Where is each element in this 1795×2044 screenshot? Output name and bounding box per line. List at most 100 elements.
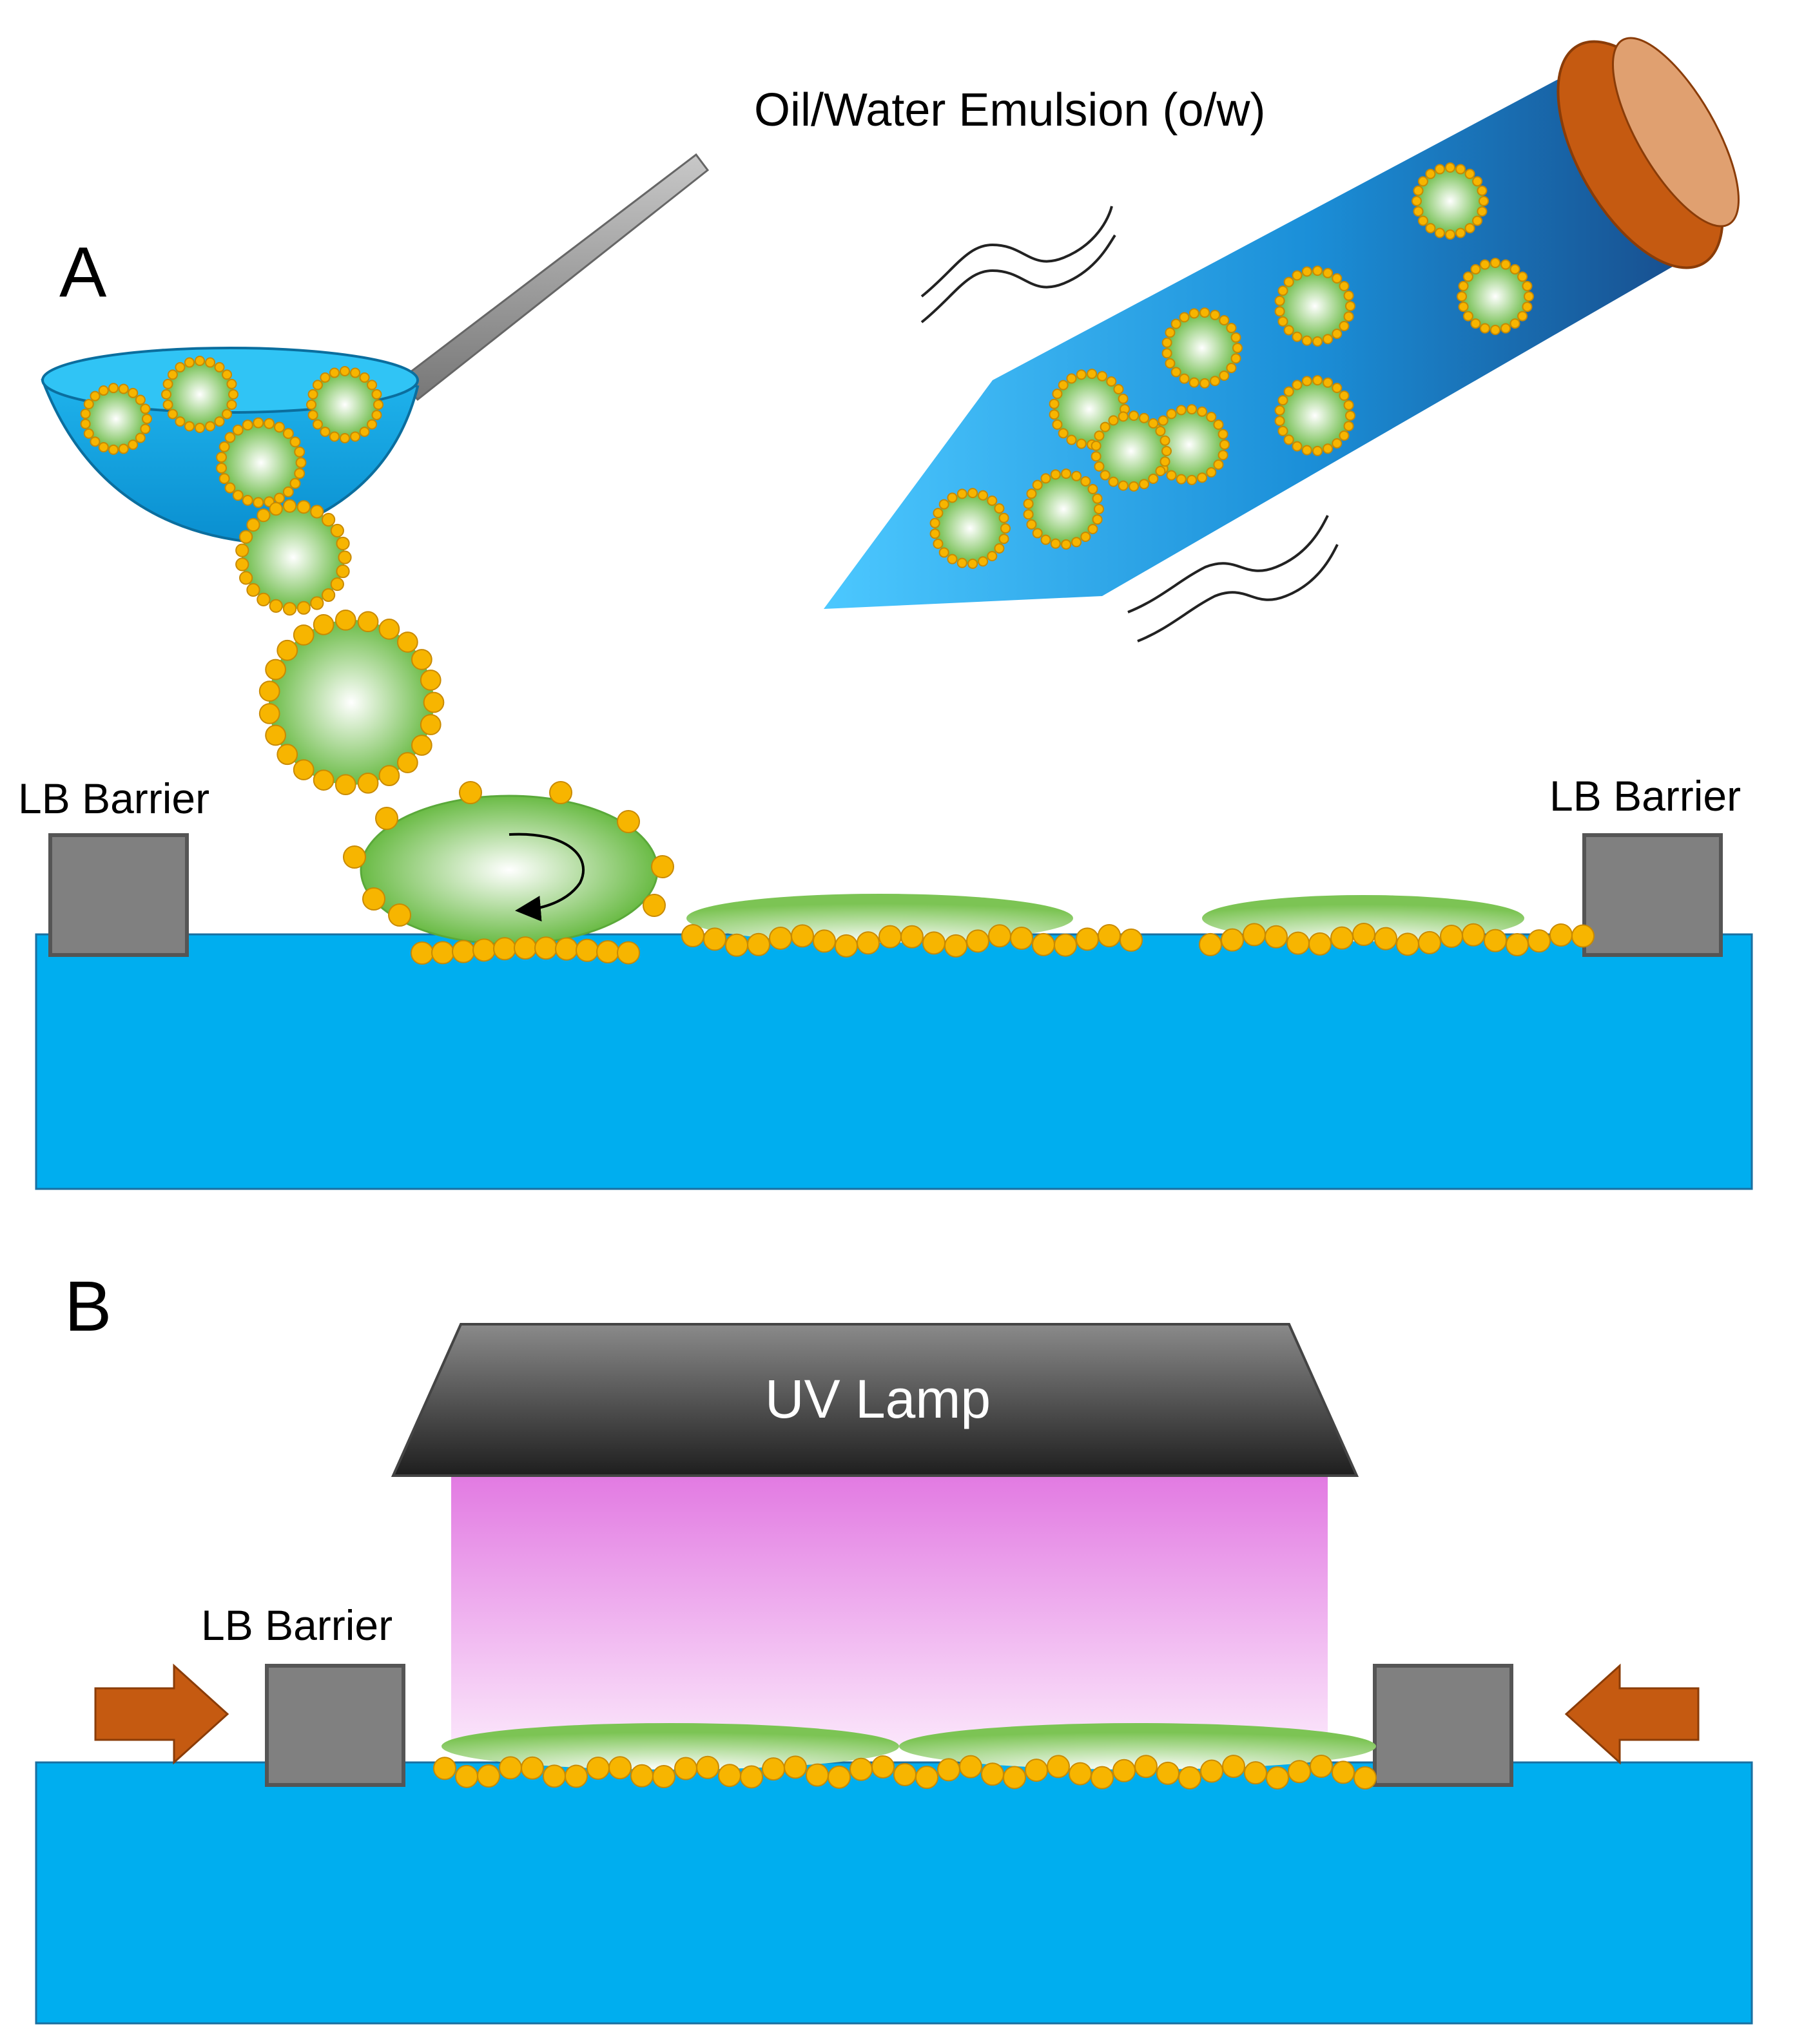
particle: [966, 929, 989, 953]
particle: [1524, 291, 1534, 302]
particle: [1277, 316, 1288, 327]
particle: [929, 528, 940, 539]
particle: [293, 759, 315, 780]
particle: [1061, 539, 1072, 550]
particle: [1354, 1766, 1377, 1789]
particle: [335, 609, 356, 631]
particle: [944, 934, 967, 958]
particle: [1094, 430, 1105, 441]
spread-droplet-b1: [441, 1723, 899, 1769]
particle: [265, 724, 286, 746]
particle: [1139, 412, 1150, 423]
particle: [214, 416, 225, 427]
rotation-arrow: [509, 833, 585, 922]
particle: [1218, 450, 1228, 461]
particle: [269, 502, 283, 516]
particle: [1412, 196, 1422, 206]
particle: [1396, 932, 1419, 956]
particle: [1076, 438, 1087, 449]
particle: [411, 941, 434, 965]
droplet-core: [221, 423, 301, 503]
particle: [83, 399, 94, 410]
particle: [1189, 308, 1199, 319]
particle: [1087, 523, 1098, 534]
particle: [1332, 1760, 1355, 1784]
particle: [1010, 927, 1033, 950]
particle: [312, 419, 323, 430]
particle: [235, 557, 249, 572]
particle: [1219, 439, 1230, 450]
particle: [1139, 479, 1150, 490]
particle: [1230, 332, 1241, 343]
particle: [1148, 418, 1159, 429]
droplet-core: [166, 361, 233, 428]
particle: [98, 441, 109, 452]
particle: [1187, 474, 1198, 485]
particle: [1470, 264, 1481, 275]
particle: [1061, 468, 1072, 479]
particle: [1165, 358, 1176, 369]
pickering-droplet: [235, 499, 352, 616]
panel-a-letter: A: [59, 233, 107, 312]
particle: [915, 1766, 938, 1789]
lb-barrier-b-right: [1373, 1664, 1513, 1787]
particle: [195, 423, 205, 433]
particle: [1071, 470, 1082, 481]
particle: [1301, 335, 1312, 346]
particle: [1091, 440, 1101, 451]
particle: [274, 421, 285, 433]
particle: [340, 366, 350, 376]
particle: [1054, 933, 1077, 957]
particle: [1166, 470, 1177, 481]
particle: [988, 924, 1011, 948]
particle: [258, 680, 280, 702]
particle: [1219, 371, 1230, 381]
particle: [978, 490, 989, 501]
particle: [1413, 185, 1424, 196]
particle: [289, 477, 301, 489]
particle: [362, 887, 385, 911]
particle: [282, 499, 297, 513]
particle: [184, 357, 195, 368]
droplet-core: [1279, 380, 1350, 451]
particle: [1087, 369, 1098, 380]
droplet-core: [935, 493, 1005, 564]
particle: [1066, 434, 1077, 445]
particle: [228, 389, 238, 400]
particle: [1091, 1766, 1114, 1789]
particle: [420, 670, 441, 691]
pickering-droplet: [161, 356, 238, 433]
particle: [791, 924, 814, 948]
lb-barrier-b-left-label: LB Barrier: [201, 1601, 393, 1649]
particle: [90, 390, 101, 401]
particle: [1026, 488, 1037, 499]
particle: [359, 427, 370, 438]
particle: [1339, 430, 1350, 441]
particle: [703, 927, 726, 951]
particle: [1230, 353, 1241, 364]
particle: [1032, 528, 1043, 539]
particle: [1106, 376, 1117, 387]
particle: [1197, 406, 1208, 417]
particle: [218, 441, 230, 452]
particle: [1176, 405, 1187, 416]
interface-particles-b: [433, 1755, 1377, 1789]
particle: [371, 410, 382, 421]
particle: [128, 439, 139, 450]
particle: [1087, 484, 1098, 495]
particle: [1148, 474, 1159, 485]
particle: [1076, 369, 1087, 380]
compression-arrow-right: [1564, 1663, 1700, 1765]
particle: [226, 400, 237, 410]
particle: [967, 488, 978, 499]
particle: [1052, 389, 1063, 400]
particle: [1218, 429, 1228, 439]
particle: [282, 428, 294, 439]
particle: [998, 534, 1009, 545]
particle: [1522, 302, 1533, 313]
particle: [335, 774, 356, 796]
particle: [987, 495, 998, 506]
particle: [1050, 469, 1061, 480]
particle: [1071, 537, 1082, 548]
particle: [1445, 229, 1455, 240]
